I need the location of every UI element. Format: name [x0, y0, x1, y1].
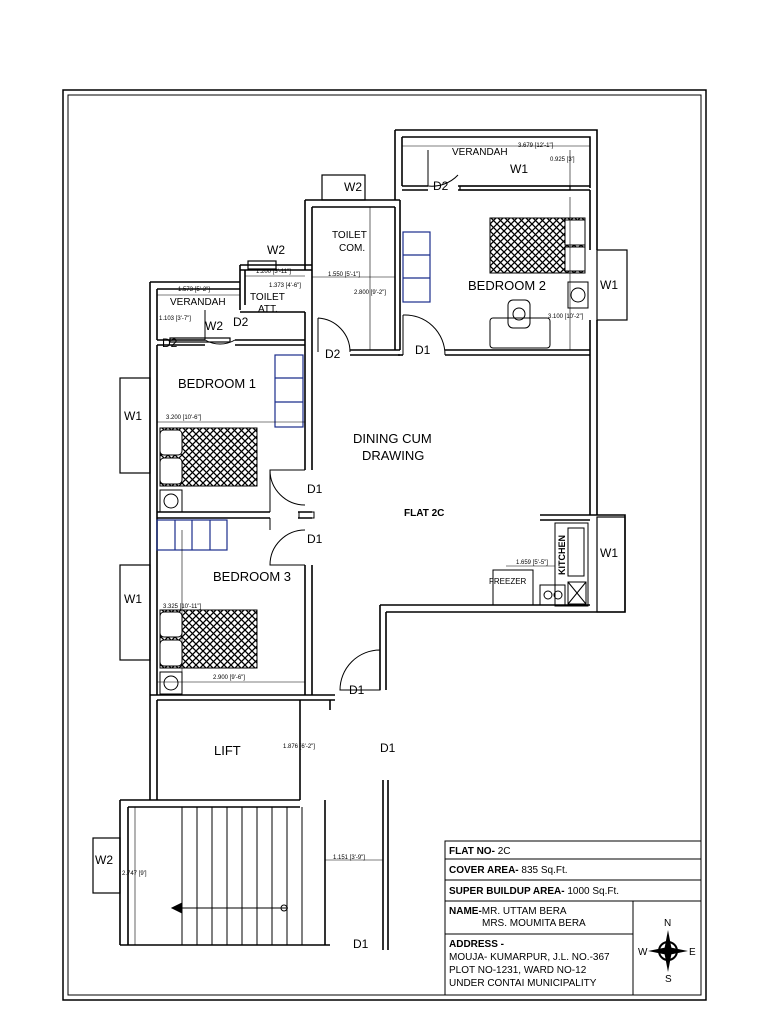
- label-w1-verandah: W1: [510, 162, 528, 176]
- label-dining-1: DINING CUM: [353, 431, 432, 446]
- dim-toilet-com-w: 1.550 [5'-1"]: [328, 272, 360, 278]
- side-table-bedroom1: [159, 489, 183, 513]
- label-verandah-left: VERANDAH: [170, 297, 226, 308]
- label-w1-bedroom1: W1: [124, 409, 142, 423]
- freezer: [492, 569, 534, 606]
- desk-chair-bedroom2: [489, 281, 589, 349]
- title-block: FLAT NO- 2C COVER AREA- 835 Sq.Ft. SUPER…: [444, 840, 702, 996]
- label-d1-entry: D1: [349, 683, 365, 697]
- dim-verandah-top-w: 0.925 [3']: [550, 157, 575, 163]
- name-line2: MRS. MOUMITA BERA: [482, 918, 586, 929]
- label-d2-toilet-com: D2: [325, 347, 341, 361]
- compass-icon: N S E W: [638, 918, 696, 985]
- cover-area-value: 835 Sq.Ft.: [519, 865, 568, 876]
- windows: [92, 174, 628, 894]
- label-dining-2: DRAWING: [362, 448, 424, 463]
- label-w1-kitchen: W1: [600, 546, 618, 560]
- dim-bedroom3-len: 3.325 [10'-11"]: [163, 604, 202, 610]
- label-w2-toilet-com: W2: [344, 180, 362, 194]
- dim-toilet-com-h: 2.800 [9'-2"]: [354, 290, 386, 296]
- wardrobe-bedroom2: [402, 231, 431, 303]
- bed-bedroom2: [489, 217, 586, 274]
- label-w1-bedroom3: W1: [124, 592, 142, 606]
- compass-e: E: [689, 947, 696, 958]
- super-area-label: SUPER BUILDUP AREA-: [449, 886, 565, 897]
- svg-text:COVER AREA- 835 Sq.Ft.: COVER AREA- 835 Sq.Ft.: [449, 865, 568, 876]
- wardrobe-bedroom1: [274, 354, 304, 428]
- bed-bedroom3: [159, 609, 258, 669]
- dim-toilet-att-h: 1.373 [4'-6"]: [269, 283, 301, 289]
- label-toilet-att-1: TOILET: [250, 292, 285, 303]
- svg-text:NAME-MR. UTTAM BERA: NAME-MR. UTTAM BERA: [449, 906, 567, 917]
- dim-stair-gap: 1.151 [3'-9"]: [333, 855, 365, 861]
- label-toilet-com-2: COM.: [339, 243, 365, 254]
- bed-bedroom1: [159, 427, 258, 487]
- dimension-lines: [134, 145, 590, 945]
- compass-s: S: [665, 974, 672, 985]
- compass-n: N: [664, 918, 671, 929]
- label-d1-stair: D1: [353, 937, 369, 951]
- label-d2-verandah: D2: [433, 179, 449, 193]
- label-kitchen: KITCHEN: [557, 535, 567, 575]
- staircase: [170, 807, 303, 945]
- name-label: NAME-: [449, 906, 482, 917]
- kitchen-counter: [539, 522, 589, 607]
- dim-toilet-att-w: 1.200 [3'-11"]: [256, 269, 291, 275]
- label-bedroom1: BEDROOM 1: [178, 376, 256, 391]
- dim-bedroom2-w: 3.100 [10'-2"]: [548, 314, 584, 320]
- drawing-frame: [62, 89, 707, 1001]
- flat-no-label: FLAT NO-: [449, 846, 495, 857]
- super-area-value: 1000 Sq.Ft.: [565, 886, 619, 897]
- dim-bedroom1-len: 3.200 [10'-6"]: [166, 415, 202, 421]
- dim-verandah-left-len: 1.573 [5'-2"]: [178, 287, 210, 293]
- dim-lift-w: 1.876 [6'-2"]: [283, 744, 315, 750]
- label-w2-stair: W2: [95, 853, 113, 867]
- label-lift: LIFT: [214, 743, 241, 758]
- label-bedroom2: BEDROOM 2: [468, 278, 546, 293]
- label-verandah-top: VERANDAH: [452, 147, 508, 158]
- name-line1: MR. UTTAM BERA: [482, 906, 567, 917]
- dim-kitchen-w: 1.659 [5'-5"]: [516, 560, 548, 566]
- side-table-bedroom3: [159, 671, 183, 695]
- label-w2-verandah-left: W2: [205, 319, 223, 333]
- label-toilet-att-2: ATT.: [258, 304, 278, 315]
- label-d1-bedroom2: D1: [415, 343, 431, 357]
- opening-labels: W1 D2 W2 W1 D1 D2 W2 W2 D2 D2 W1 D1 D1 W…: [95, 162, 618, 951]
- flat-no-value: 2C: [495, 846, 511, 857]
- label-w2-toilet-att: W2: [267, 243, 285, 257]
- dim-bedroom3-w: 2.900 [9'-6"]: [213, 675, 245, 681]
- label-flat: FLAT 2C: [404, 508, 444, 519]
- dimension-labels: 3.679 [12'-1"] 0.925 [3'] 1.550 [5'-1"] …: [122, 143, 584, 877]
- label-toilet-com-1: TOILET: [332, 230, 367, 241]
- address-line1: MOUJA- KUMARPUR, J.L. NO.-367: [449, 952, 610, 963]
- room-labels: VERANDAH TOILET COM. BEDROOM 2 VERANDAH …: [170, 147, 567, 758]
- address-line2: PLOT NO-1231, WARD NO-12: [449, 965, 587, 976]
- door-swings: [204, 150, 459, 691]
- cover-area-label: COVER AREA-: [449, 865, 519, 876]
- dim-stair-w: 2.747 [9']: [122, 871, 147, 877]
- label-bedroom3: BEDROOM 3: [213, 569, 291, 584]
- label-d1-bedroom3: D1: [307, 532, 323, 546]
- label-freezer: FREEZER: [489, 577, 527, 586]
- compass-w: W: [638, 947, 648, 958]
- address-line3: UNDER CONTAI MUNICIPALITY: [449, 978, 597, 989]
- label-d2-verandah-left: D2: [162, 336, 178, 350]
- label-d1-lift: D1: [380, 741, 396, 755]
- label-d2-toilet-att: D2: [233, 315, 249, 329]
- label-d1-bedroom1: D1: [307, 482, 323, 496]
- svg-text:FLAT NO- 2C: FLAT NO- 2C: [449, 846, 510, 857]
- label-w1-bedroom2: W1: [600, 278, 618, 292]
- dim-verandah-top-len: 3.679 [12'-1"]: [518, 143, 554, 149]
- wardrobe-bedroom3: [156, 519, 228, 551]
- dim-verandah-left-w: 1.103 [3'-7"]: [159, 316, 191, 322]
- address-label: ADDRESS -: [449, 939, 504, 950]
- svg-text:SUPER BUILDUP AREA- 1000 Sq.Ft: SUPER BUILDUP AREA- 1000 Sq.Ft.: [449, 886, 619, 897]
